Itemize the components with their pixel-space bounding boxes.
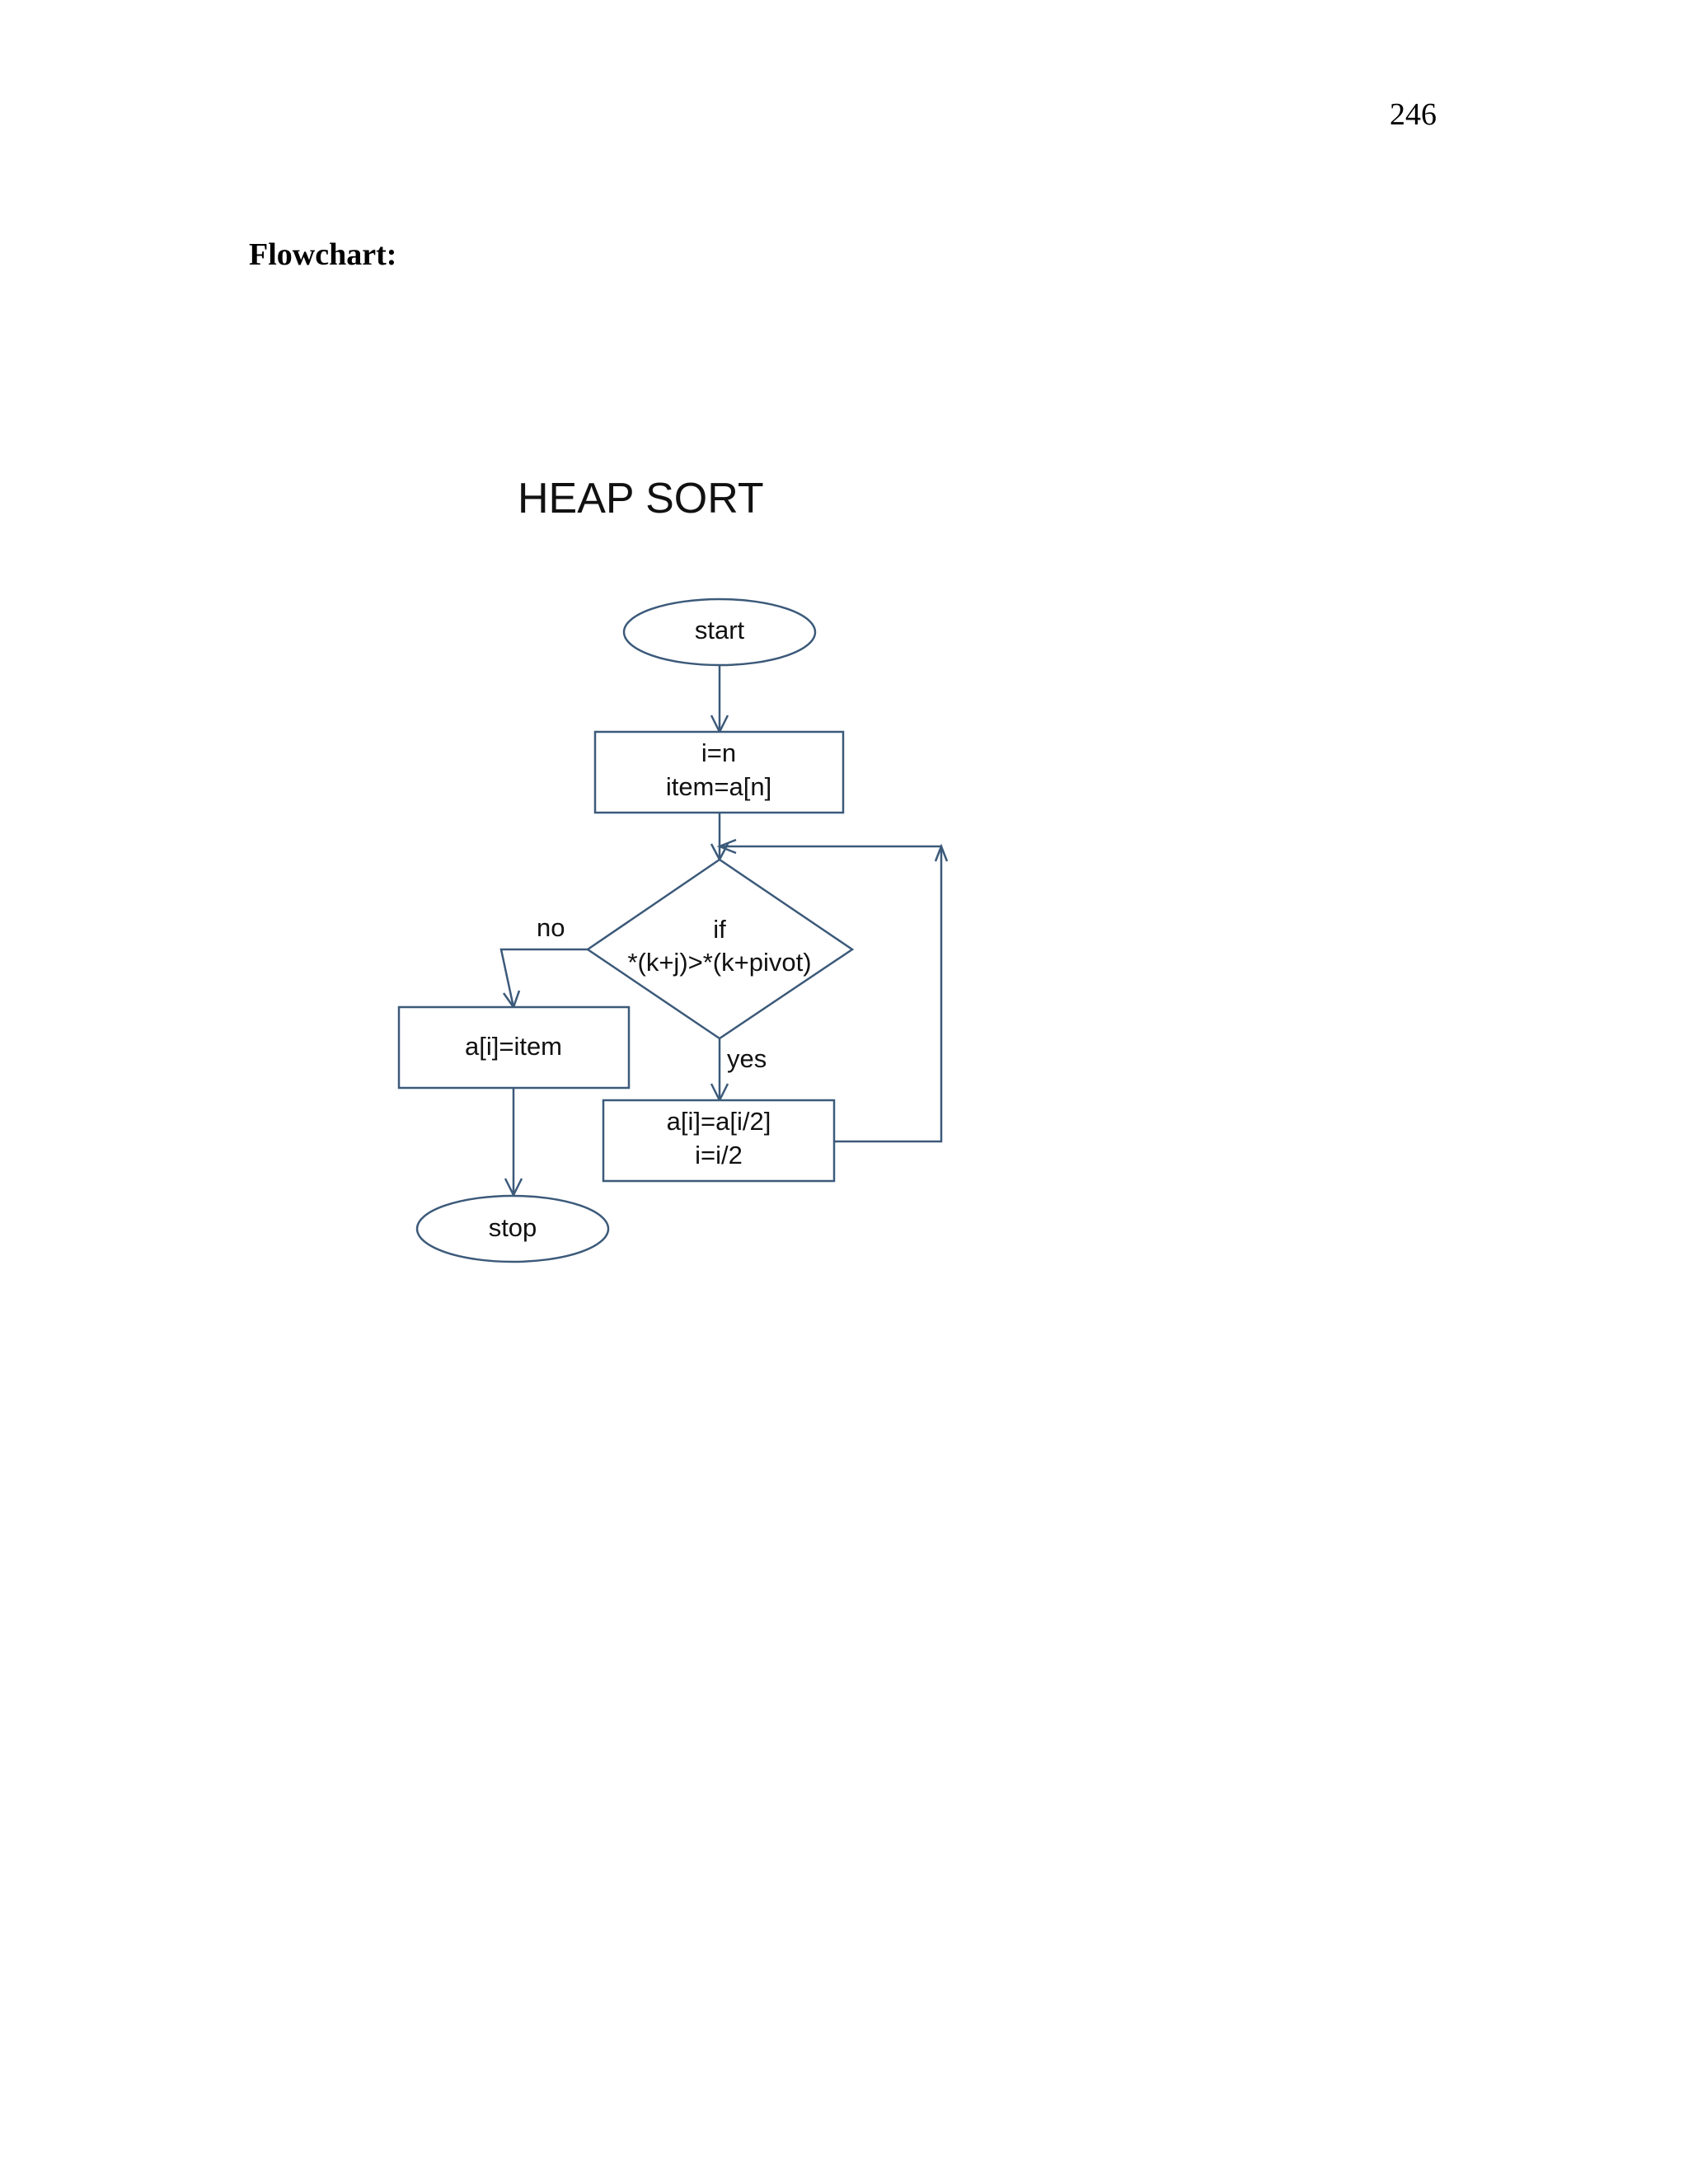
arrowhead-loop-up bbox=[934, 843, 949, 862]
arrowhead-loop-left bbox=[716, 838, 737, 855]
shift-line-1: a[i]=a[i/2] bbox=[667, 1107, 771, 1136]
page-number: 246 bbox=[1390, 97, 1437, 132]
yes-label: yes bbox=[727, 1044, 767, 1073]
init-process-box bbox=[593, 730, 845, 814]
decision-line-2: *(k+j)>*(k+pivot) bbox=[627, 948, 811, 977]
flowchart-title: HEAP SORT bbox=[518, 475, 764, 523]
edge-loop-back bbox=[720, 845, 943, 1143]
init-line-2: item=a[n] bbox=[666, 772, 771, 801]
decision-line-1: if bbox=[713, 915, 726, 944]
section-heading: Flowchart: bbox=[249, 237, 397, 272]
edge-decision-no bbox=[499, 948, 588, 1008]
start-label: start bbox=[695, 616, 745, 644]
stop-terminal bbox=[415, 1194, 610, 1263]
init-line-1: i=n bbox=[701, 738, 736, 767]
shift-line-2: i=i/2 bbox=[695, 1141, 743, 1169]
stop-label: stop bbox=[489, 1213, 537, 1242]
shift-process-box bbox=[602, 1099, 836, 1183]
no-label: no bbox=[537, 913, 565, 942]
assign-item-label: a[i]=item bbox=[465, 1032, 562, 1061]
